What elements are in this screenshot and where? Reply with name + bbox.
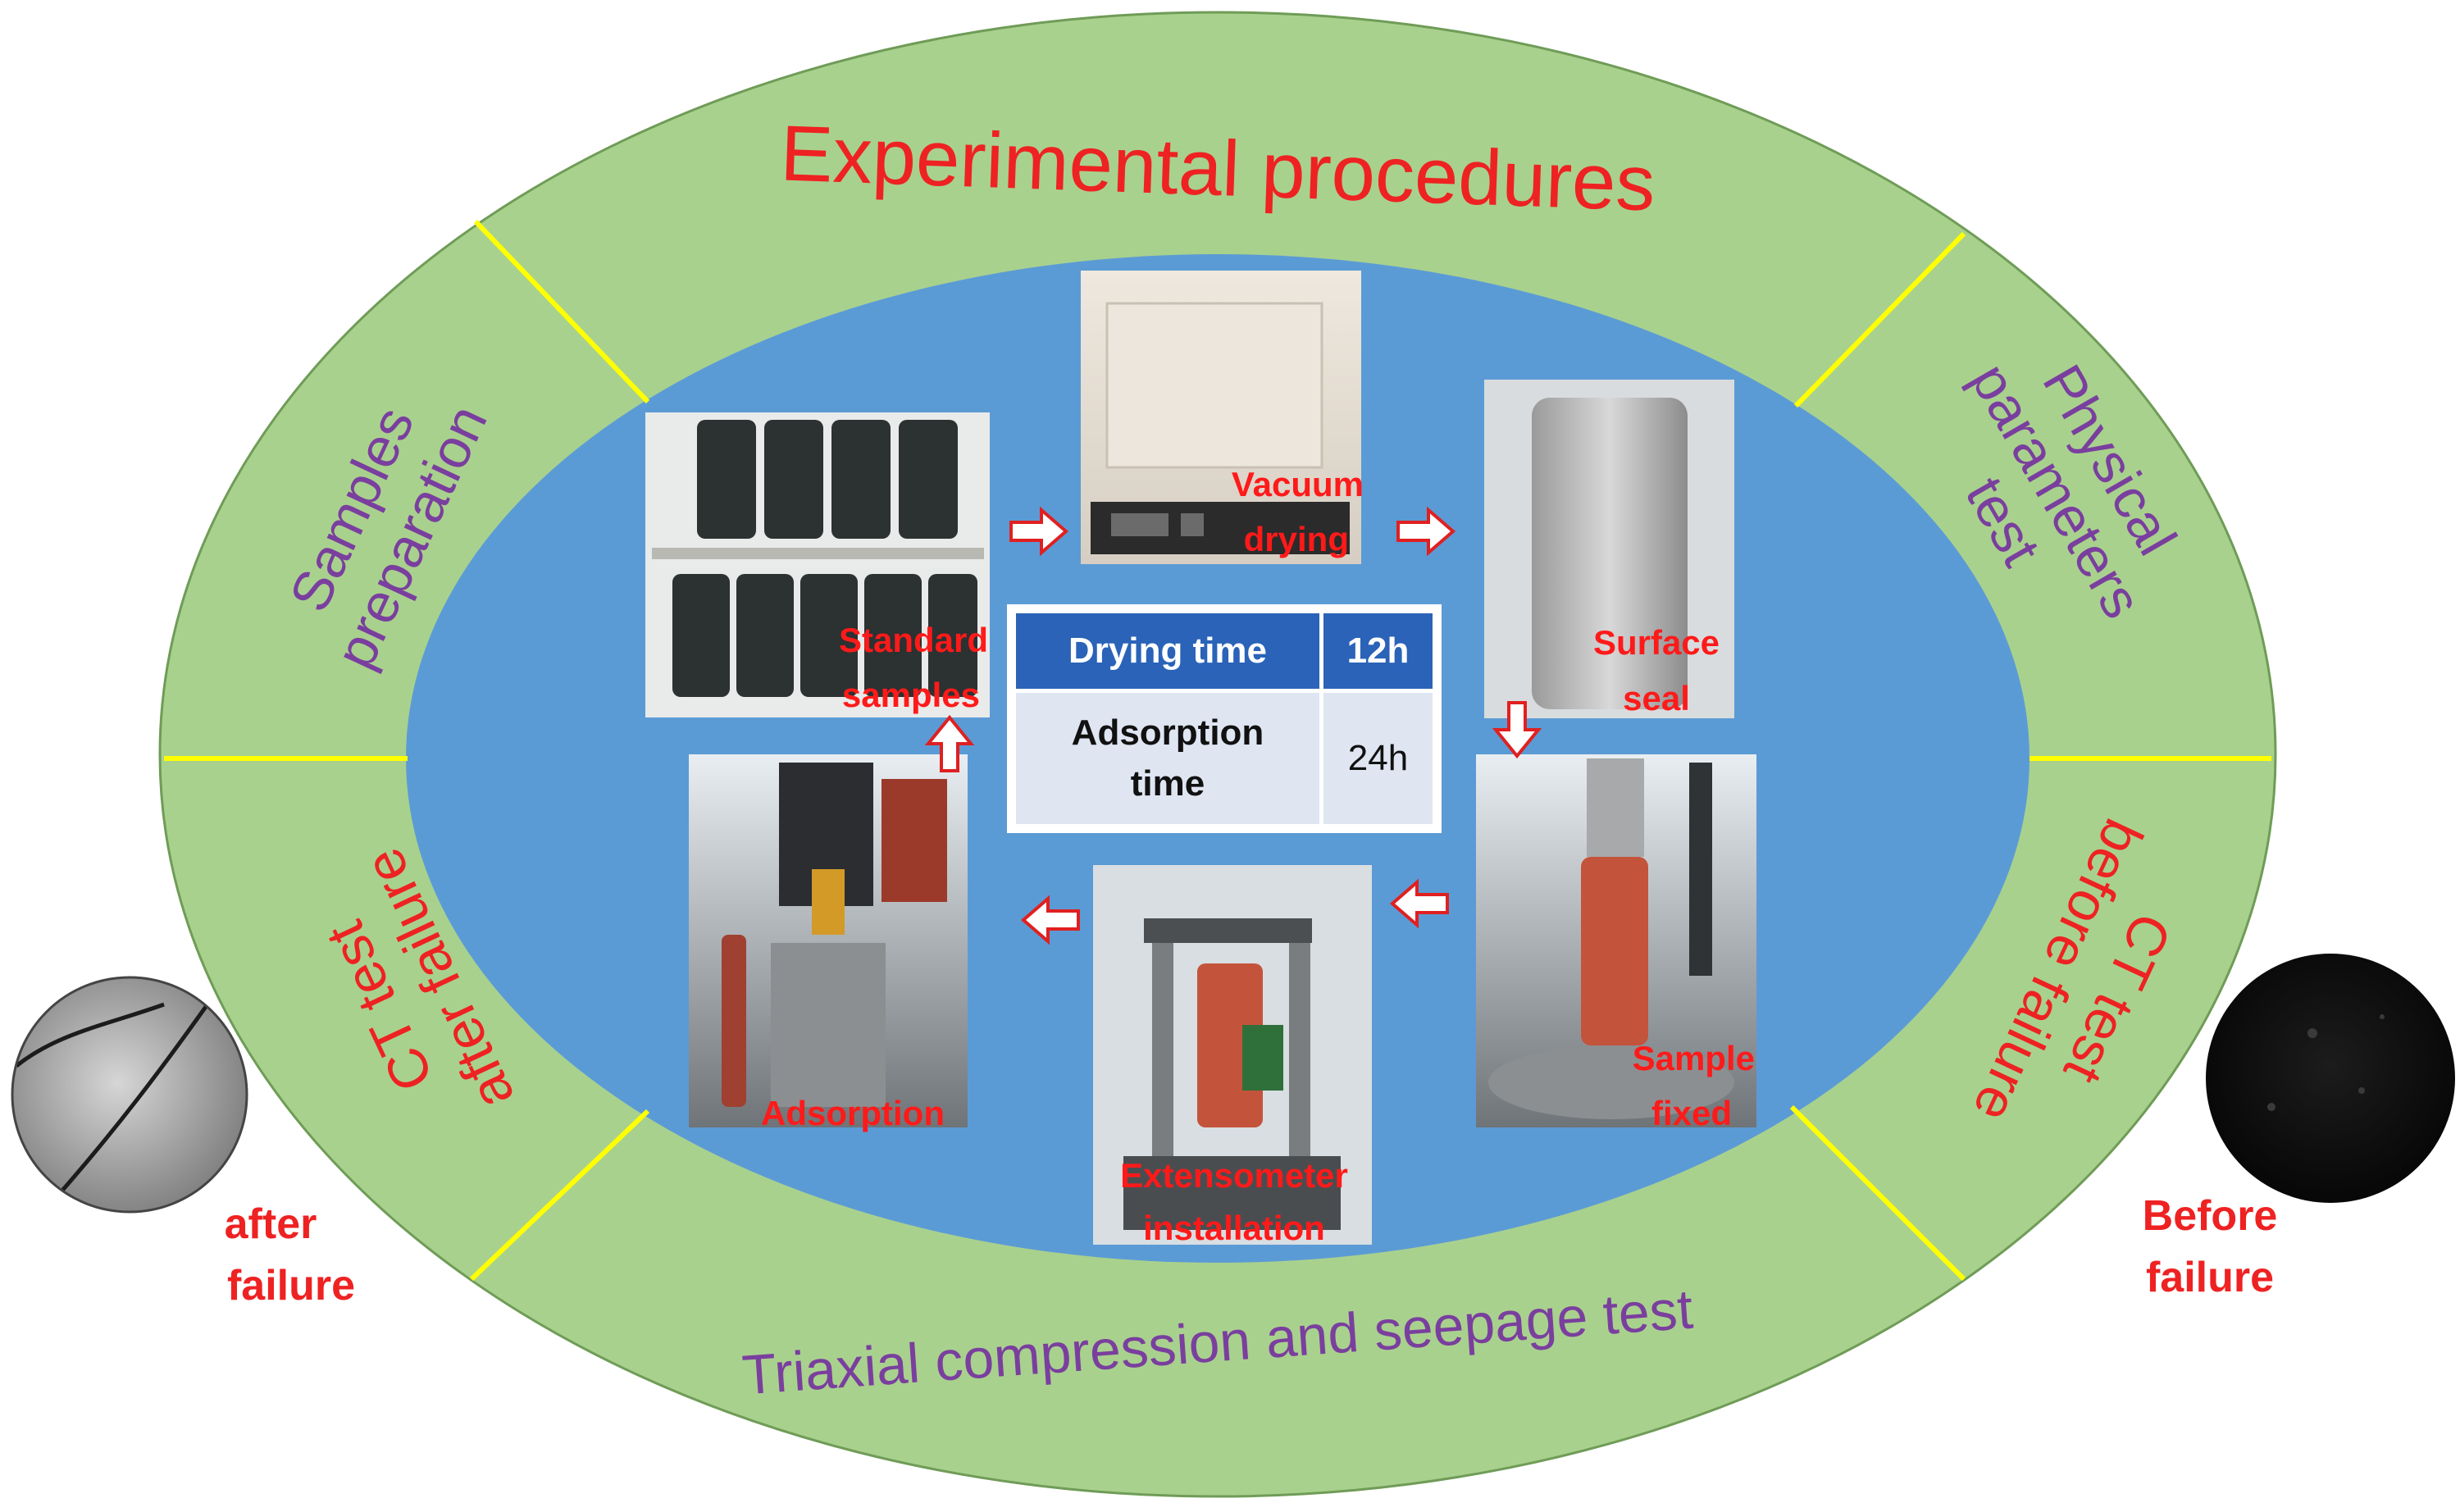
drying-time-value: 12h	[1319, 609, 1437, 693]
arrow-right-1	[1009, 506, 1069, 557]
divider-top-left	[473, 219, 650, 404]
flow-arrows	[924, 506, 1542, 945]
photo-adsorption	[689, 754, 968, 1127]
photo-label-standard-2: samples	[842, 676, 980, 714]
divider-bottom-left	[469, 1109, 650, 1282]
arrow-left-1	[1389, 878, 1449, 929]
photo-standard-samples	[645, 412, 990, 717]
ct-image-before	[2206, 954, 2455, 1203]
photo-label-extenso-1: Extensometer	[1120, 1156, 1348, 1195]
arrow-up	[924, 714, 975, 772]
photo-label-fixed-1: Sample	[1633, 1039, 1755, 1077]
adsorption-time-value: 24h	[1319, 689, 1437, 828]
table-row: Adsorption time 24h	[1012, 689, 1437, 828]
divider-bottom-right	[1789, 1104, 1966, 1282]
photo-sample-fixed	[1476, 754, 1756, 1127]
adsorption-time-text: Adsorption time	[1071, 713, 1264, 804]
adsorption-time-label: Adsorption time	[1012, 689, 1323, 828]
ct-label-after-1: after	[225, 1200, 317, 1248]
photo-label-fixed-2: fixed	[1651, 1094, 1732, 1132]
time-parameters-table: Drying time 12h Adsorption time 24h	[1007, 604, 1442, 833]
photo-label-seal-1: Surface	[1593, 623, 1720, 662]
arrow-down	[1492, 701, 1542, 759]
photo-label-vacuum-1: Vacuum	[1232, 465, 1364, 503]
arrow-right-2	[1396, 506, 1456, 557]
table-row: Drying time 12h	[1012, 609, 1437, 693]
arrow-left-2	[1020, 895, 1080, 945]
ct-label-before-2: failure	[2146, 1254, 2274, 1301]
photo-label-extenso-2: installation	[1143, 1209, 1325, 1247]
ring-dividers	[164, 219, 2271, 1282]
photo-label-standard-1: Standard	[839, 621, 988, 659]
ct-label-before-1: Before	[2143, 1192, 2278, 1240]
photo-surface-seal	[1484, 380, 1734, 718]
photo-extensometer	[1093, 865, 1372, 1245]
drying-time-label: Drying time	[1012, 609, 1323, 693]
ct-image-after	[11, 976, 248, 1214]
divider-top-right	[1793, 231, 1966, 408]
photo-label-vacuum-2: drying	[1244, 520, 1349, 558]
photo-label-adsorption: Adsorption	[761, 1094, 945, 1132]
photo-vacuum-drying	[1081, 271, 1361, 564]
photo-label-seal-2: seal	[1623, 679, 1690, 717]
ct-label-after-2: failure	[227, 1262, 355, 1309]
